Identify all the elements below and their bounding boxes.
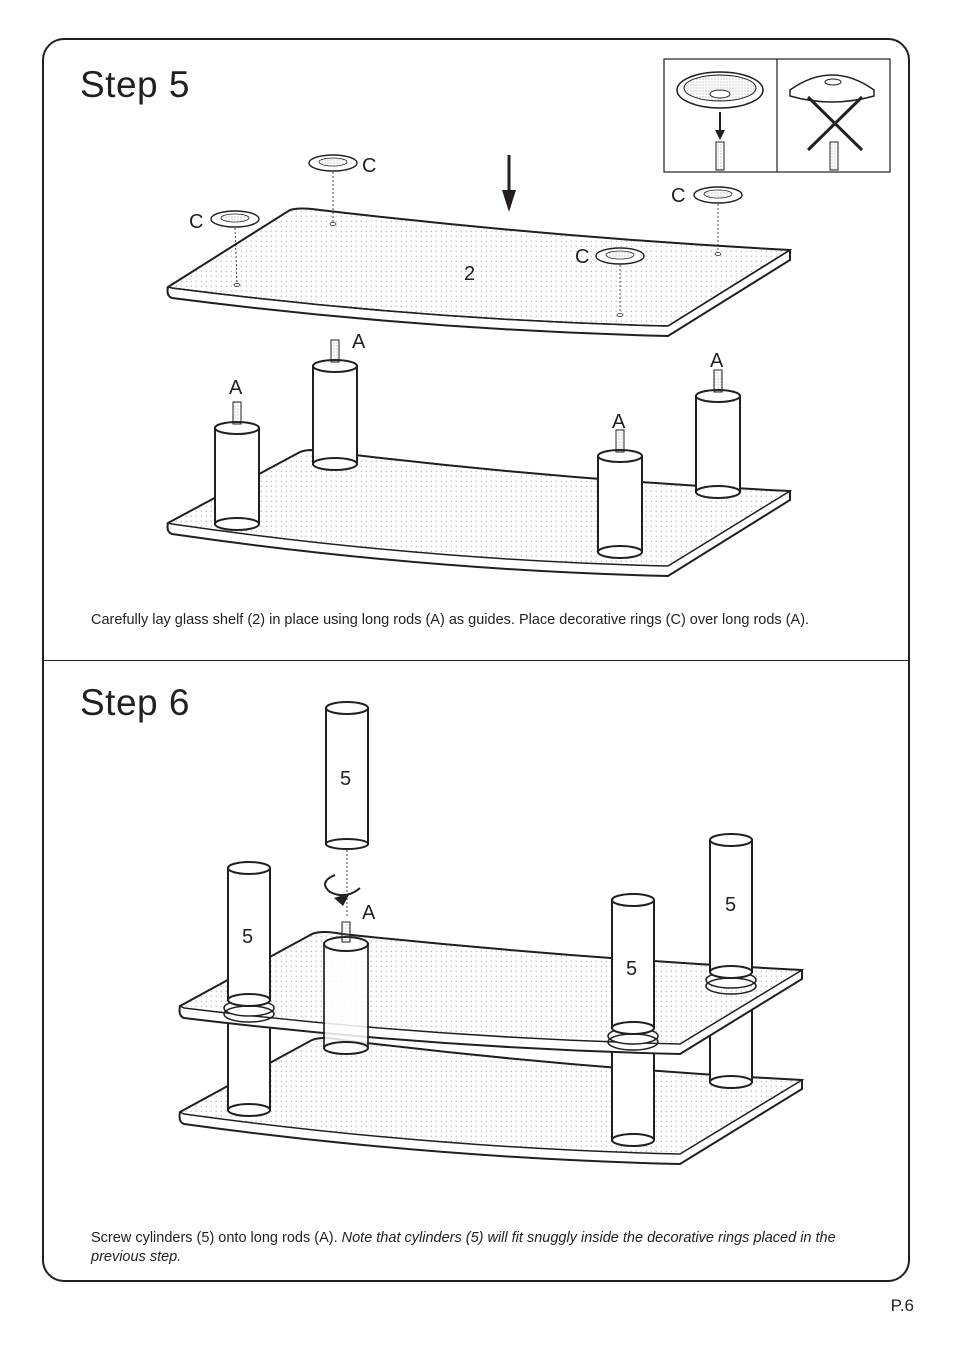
rod-label: A [612, 411, 626, 433]
post-with-rod: A [323, 902, 376, 1055]
post-with-rod: A [214, 377, 260, 531]
cylinder-5: 5 [607, 893, 659, 1051]
ring-label: C [671, 185, 685, 207]
step-5-title: Step 5 [80, 64, 190, 105]
cylinder-label: 5 [340, 768, 351, 790]
cylinder-label: 5 [626, 958, 637, 980]
post-with-rod: A [312, 331, 366, 471]
decorative-ring-c: C [575, 246, 645, 317]
glass-shelf-2: 2 [166, 207, 793, 338]
decorative-ring-c: C [308, 154, 376, 226]
decorative-ring-c: C [189, 210, 260, 287]
cylinder-5: 5 [705, 833, 757, 995]
rod-label: A [229, 377, 243, 399]
post-with-rod: A [597, 411, 643, 559]
post-with-rod: A [695, 350, 741, 499]
step-5-caption: Carefully lay glass shelf (2) in place u… [91, 612, 810, 628]
ring-orientation-inset [663, 58, 891, 173]
rod-label: A [710, 350, 724, 372]
ring-label: C [362, 155, 376, 177]
decorative-ring-c: C [671, 185, 743, 256]
down-arrow-icon [502, 155, 516, 212]
rod-label: A [362, 902, 376, 924]
step-6-caption-plain: Screw cylinders (5) onto long rods (A). [91, 1230, 342, 1246]
ring-label: C [189, 211, 203, 233]
rotate-arrow-icon [324, 874, 361, 906]
cylinder-5: 5 [325, 701, 369, 918]
cylinder-5: 5 [223, 861, 275, 1023]
shelf-label: 2 [464, 263, 475, 285]
cylinder-label: 5 [242, 926, 253, 948]
ring-label: C [575, 246, 589, 268]
rod-label: A [352, 331, 366, 353]
page-number: P.6 [890, 1296, 914, 1315]
step-divider [42, 660, 910, 661]
step-6-title: Step 6 [80, 682, 190, 723]
step-6-caption: Screw cylinders (5) onto long rods (A). … [91, 1229, 881, 1267]
step-6-caption-note: Note that cylinders (5) will fit snuggly… [91, 1230, 836, 1265]
lower-post [611, 1039, 655, 1147]
cylinder-label: 5 [725, 894, 736, 916]
